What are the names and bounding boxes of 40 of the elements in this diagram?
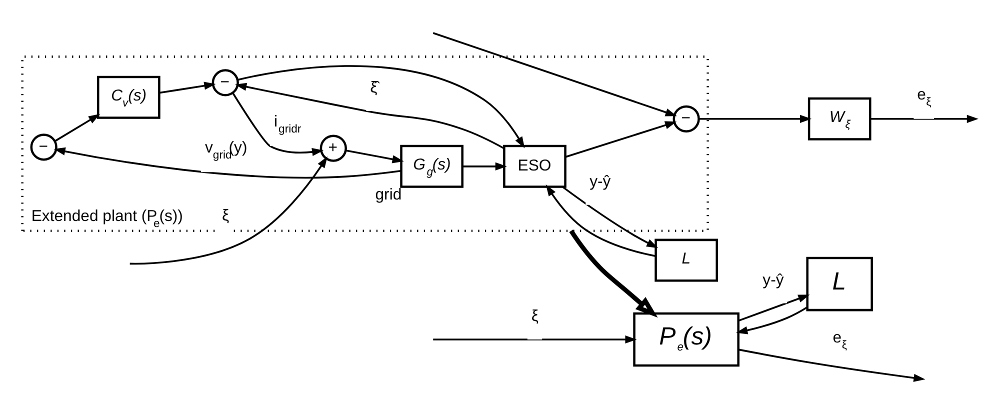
node-circle: − [212,69,239,96]
arrow [698,114,812,123]
arrow [235,82,504,150]
edge-label: y-ŷ [762,272,784,289]
edge-label: y-ŷ [590,173,611,190]
edge-label: ξ [222,207,230,224]
arrow [565,121,677,158]
arrow [346,150,404,164]
arrow [232,92,324,156]
arrow [738,348,926,382]
edge-label: v$_{grid}$(y) [205,139,248,162]
arrow [462,162,507,170]
node-label: grid [375,186,402,204]
node-circle: + [320,134,347,162]
edge-label: e$_{ξ}$ [917,86,932,108]
node-box: C$_{v}$(s) [97,76,160,119]
node-box: W$_{ξ}$ [808,97,872,140]
arrow [433,335,637,344]
arrow [569,230,658,318]
edge-label: i$_{gridr}$ [274,113,302,136]
node-box: ESO [503,144,566,188]
node-box: L [654,238,718,282]
arrow [54,147,402,178]
arrow [54,114,100,142]
arrow [160,82,216,94]
node-circle: − [672,105,700,132]
edge-label: ξ̂ [370,80,378,97]
node-circle: − [30,134,58,161]
edge-label: e$_{ξ}$ [832,330,847,352]
arrow [546,184,656,257]
arrow [738,294,810,322]
node-box: P$_{e}$(s) [633,312,740,367]
arrow [130,156,328,265]
node-box: G$_{g}$(s) [400,144,464,188]
arrow [870,114,978,123]
edge-label: ξ [531,308,538,326]
arrow [562,186,658,248]
arrow [736,306,808,334]
node-box: L [806,256,873,312]
arrow [432,32,677,116]
